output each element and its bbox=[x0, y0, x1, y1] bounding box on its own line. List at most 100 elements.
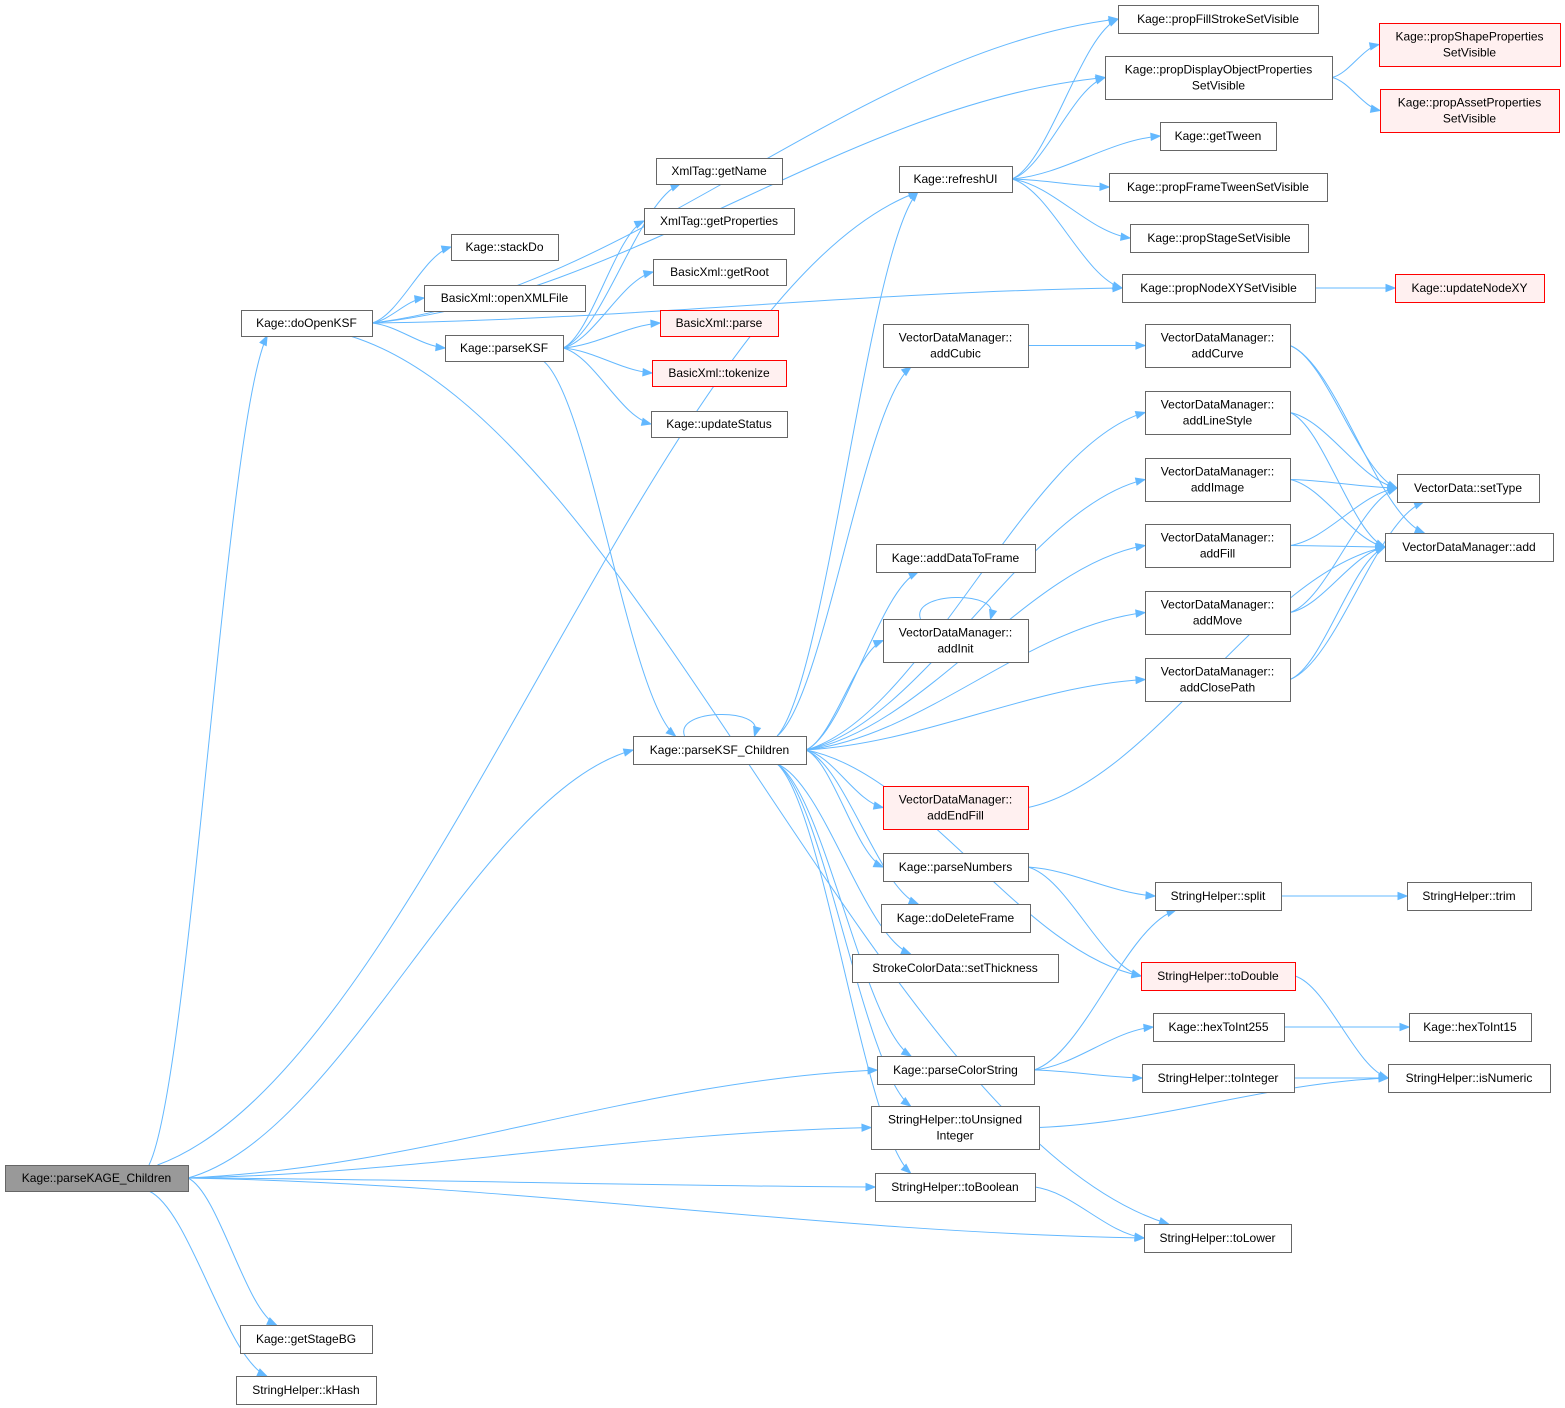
node-addLineStyle[interactable]: VectorDataManager::addLineStyle bbox=[1145, 391, 1291, 435]
node-tokenize[interactable]: BasicXml::tokenize bbox=[652, 360, 787, 387]
node-stackDo[interactable]: Kage::stackDo bbox=[451, 234, 559, 261]
node-hexToInt15[interactable]: Kage::hexToInt15 bbox=[1409, 1013, 1532, 1042]
node-parseNumbers[interactable]: Kage::parseNumbers bbox=[883, 853, 1029, 882]
node-refreshUI[interactable]: Kage::refreshUI bbox=[899, 166, 1013, 193]
node-getName[interactable]: XmlTag::getName bbox=[656, 158, 783, 185]
node-propDisplay[interactable]: Kage::propDisplayObjectPropertiesSetVisi… bbox=[1105, 56, 1333, 100]
node-box[interactable] bbox=[1122, 274, 1316, 303]
node-addDataToFrame[interactable]: Kage::addDataToFrame bbox=[876, 544, 1036, 573]
node-parseKSF[interactable]: Kage::parseKSF bbox=[445, 335, 564, 362]
node-box[interactable] bbox=[1145, 391, 1291, 435]
node-addCubic[interactable]: VectorDataManager::addCubic bbox=[883, 324, 1029, 368]
node-toInteger[interactable]: StringHelper::toInteger bbox=[1142, 1064, 1295, 1093]
node-box[interactable] bbox=[236, 1376, 377, 1405]
node-box[interactable] bbox=[1130, 224, 1309, 253]
node-propFill[interactable]: Kage::propFillStrokeSetVisible bbox=[1118, 5, 1319, 34]
node-parseKSFChildren[interactable]: Kage::parseKSF_Children bbox=[633, 736, 807, 765]
node-box[interactable] bbox=[883, 619, 1029, 663]
node-openXMLFile[interactable]: BasicXml::openXMLFile bbox=[424, 285, 586, 312]
node-box[interactable] bbox=[1145, 524, 1291, 568]
node-addCurve[interactable]: VectorDataManager::addCurve bbox=[1145, 324, 1291, 368]
node-box[interactable] bbox=[1385, 533, 1554, 562]
node-box[interactable] bbox=[876, 544, 1036, 573]
node-box[interactable] bbox=[445, 335, 564, 362]
node-box[interactable] bbox=[1397, 474, 1540, 503]
node-box[interactable] bbox=[1388, 1064, 1551, 1093]
node-box[interactable] bbox=[633, 736, 807, 765]
node-kHash[interactable]: StringHelper::kHash bbox=[236, 1376, 377, 1405]
node-getStageBG[interactable]: Kage::getStageBG bbox=[240, 1325, 373, 1354]
node-doOpenKSF[interactable]: Kage::doOpenKSF bbox=[241, 310, 373, 337]
node-box[interactable] bbox=[652, 360, 787, 387]
node-box[interactable] bbox=[883, 324, 1029, 368]
node-setType[interactable]: VectorData::setType bbox=[1397, 474, 1540, 503]
node-box[interactable] bbox=[1118, 5, 1319, 34]
node-addImage[interactable]: VectorDataManager::addImage bbox=[1145, 458, 1291, 502]
node-box[interactable] bbox=[651, 411, 788, 438]
node-box[interactable] bbox=[1145, 324, 1291, 368]
node-doDeleteFrame[interactable]: Kage::doDeleteFrame bbox=[881, 904, 1031, 933]
node-propFrameTween[interactable]: Kage::propFrameTweenSetVisible bbox=[1109, 173, 1328, 202]
node-box[interactable] bbox=[852, 954, 1059, 983]
node-box[interactable] bbox=[1105, 56, 1333, 100]
node-box[interactable] bbox=[875, 1173, 1036, 1202]
node-trim[interactable]: StringHelper::trim bbox=[1407, 882, 1532, 911]
node-propNodeXY[interactable]: Kage::propNodeXYSetVisible bbox=[1122, 274, 1316, 303]
node-box[interactable] bbox=[1409, 1013, 1532, 1042]
node-isNumeric[interactable]: StringHelper::isNumeric bbox=[1388, 1064, 1551, 1093]
node-updateNodeXY[interactable]: Kage::updateNodeXY bbox=[1395, 274, 1545, 303]
node-root[interactable]: Kage::parseKAGE_Children bbox=[5, 1165, 189, 1192]
node-box[interactable] bbox=[1145, 658, 1291, 702]
node-box[interactable] bbox=[877, 1056, 1035, 1085]
node-hexToInt255[interactable]: Kage::hexToInt255 bbox=[1153, 1013, 1285, 1042]
node-box[interactable] bbox=[1407, 882, 1532, 911]
node-box[interactable] bbox=[1109, 173, 1328, 202]
node-addEndFill[interactable]: VectorDataManager::addEndFill bbox=[883, 786, 1029, 830]
node-box[interactable] bbox=[1145, 458, 1291, 502]
node-toBoolean[interactable]: StringHelper::toBoolean bbox=[875, 1173, 1036, 1202]
node-addInit[interactable]: VectorDataManager::addInit bbox=[883, 619, 1029, 663]
node-box[interactable] bbox=[451, 234, 559, 261]
node-box[interactable] bbox=[1153, 1013, 1285, 1042]
node-box[interactable] bbox=[1380, 89, 1560, 133]
node-box[interactable] bbox=[899, 166, 1013, 193]
node-box[interactable] bbox=[883, 853, 1029, 882]
node-box[interactable] bbox=[660, 310, 779, 337]
node-addMove[interactable]: VectorDataManager::addMove bbox=[1145, 591, 1291, 635]
node-box[interactable] bbox=[1395, 274, 1545, 303]
node-toDouble[interactable]: StringHelper::toDouble bbox=[1141, 962, 1296, 991]
node-toLower[interactable]: StringHelper::toLower bbox=[1144, 1224, 1292, 1253]
node-box[interactable] bbox=[241, 310, 373, 337]
node-box[interactable] bbox=[424, 285, 586, 312]
node-box[interactable] bbox=[1160, 122, 1277, 151]
node-vdmAdd[interactable]: VectorDataManager::add bbox=[1385, 533, 1554, 562]
node-box[interactable] bbox=[1379, 23, 1561, 67]
node-setThickness[interactable]: StrokeColorData::setThickness bbox=[852, 954, 1059, 983]
node-box[interactable] bbox=[871, 1106, 1040, 1150]
node-split[interactable]: StringHelper::split bbox=[1155, 882, 1282, 911]
node-box[interactable] bbox=[1145, 591, 1291, 635]
node-box[interactable] bbox=[1141, 962, 1296, 991]
node-box[interactable] bbox=[883, 786, 1029, 830]
node-box[interactable] bbox=[240, 1325, 373, 1354]
node-box[interactable] bbox=[653, 259, 787, 286]
node-box[interactable] bbox=[656, 158, 783, 185]
node-box[interactable] bbox=[1142, 1064, 1295, 1093]
node-getProperties[interactable]: XmlTag::getProperties bbox=[644, 208, 795, 235]
node-box[interactable] bbox=[5, 1165, 189, 1192]
node-getTween[interactable]: Kage::getTween bbox=[1160, 122, 1277, 151]
node-getRoot[interactable]: BasicXml::getRoot bbox=[653, 259, 787, 286]
node-box[interactable] bbox=[1144, 1224, 1292, 1253]
node-addClosePath[interactable]: VectorDataManager::addClosePath bbox=[1145, 658, 1291, 702]
node-propStage[interactable]: Kage::propStageSetVisible bbox=[1130, 224, 1309, 253]
node-parseColorString[interactable]: Kage::parseColorString bbox=[877, 1056, 1035, 1085]
node-bxParse[interactable]: BasicXml::parse bbox=[660, 310, 779, 337]
node-addFill[interactable]: VectorDataManager::addFill bbox=[1145, 524, 1291, 568]
node-box[interactable] bbox=[881, 904, 1031, 933]
node-box[interactable] bbox=[1155, 882, 1282, 911]
node-updateStatus[interactable]: Kage::updateStatus bbox=[651, 411, 788, 438]
node-box[interactable] bbox=[644, 208, 795, 235]
